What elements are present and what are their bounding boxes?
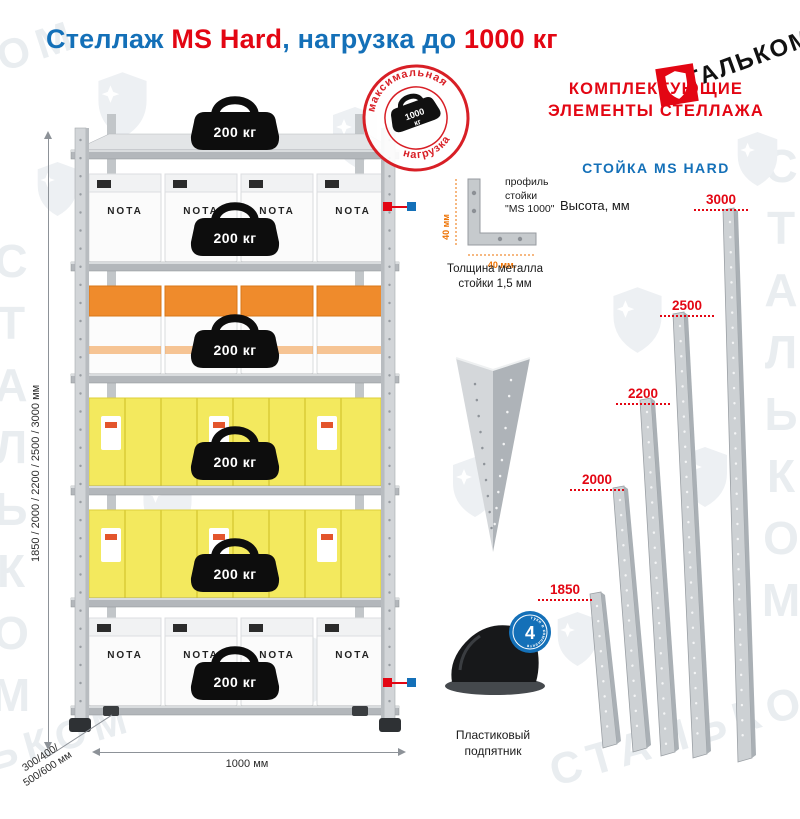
profile-dim-vertical: 40 мм — [441, 214, 451, 240]
thickness-line2: стойки 1,5 мм — [458, 277, 532, 290]
rack-illustration: NOTA NOTA NOTA NOTA NOTA NOTA NOTA NOTA — [69, 70, 401, 732]
svg-text:NOTA: NOTA — [183, 206, 219, 217]
arrow-left-icon — [92, 748, 100, 756]
svg-text:200 кг: 200 кг — [213, 124, 256, 140]
shield-watermark-icon — [737, 132, 778, 186]
svg-text:200 кг: 200 кг — [213, 230, 256, 246]
weight-icon: 200 кг — [191, 542, 279, 592]
page-title: Стеллаж MS Hard, нагрузка до 1000 кг — [46, 24, 558, 55]
max-load-stamp: максимальная нагрузка 1000 кг — [344, 46, 488, 190]
components-header: КОМПЛЕКТУЮЩИЕ ЭЛЕМЕНТЫ СТЕЛЛАЖА — [520, 78, 792, 123]
svg-text:NOTA: NOTA — [335, 650, 371, 661]
profile-note: профиль стойки "MS 1000" — [505, 176, 554, 217]
weight-icon: 200 кг — [191, 318, 279, 368]
title-segment: , нагрузка до — [282, 24, 464, 54]
watermark-text: СТАЛЬКОМ — [755, 140, 800, 636]
svg-text:NOTA: NOTA — [259, 650, 295, 661]
post-3000 — [722, 207, 756, 763]
post-height-label-1850: 1850 — [538, 582, 592, 601]
foot-label-line1: Пластиковый — [455, 728, 531, 742]
profile-dim-horizontal: 40 мм. — [488, 260, 516, 270]
svg-text:NOTA: NOTA — [183, 650, 219, 661]
svg-text:200 кг: 200 кг — [213, 674, 256, 690]
marker-line-top — [392, 206, 408, 208]
svg-text:NOTA: NOTA — [335, 206, 371, 217]
svg-text:NOTA: NOTA — [259, 206, 295, 217]
svg-text:200 кг: 200 кг — [213, 342, 256, 358]
post-height-label-2000: 2000 — [570, 472, 624, 491]
company-logo — [655, 63, 699, 107]
stamp-kettlebell-icon: 1000 кг — [391, 93, 441, 133]
post-2200 — [639, 397, 679, 757]
svg-text:200 кг: 200 кг — [213, 566, 256, 582]
svg-text:NOTA: NOTA — [107, 206, 143, 217]
width-dim-line — [98, 752, 398, 753]
post-2000 — [612, 485, 651, 753]
svg-text:200 кг: 200 кг — [213, 454, 256, 470]
components-header-line2: ЭЛЕМЕНТЫ СТЕЛЛАЖА — [547, 102, 765, 121]
profile-note-line: стойки — [505, 189, 538, 202]
svg-text:NOTA: NOTA — [107, 650, 143, 661]
rack-feet — [69, 706, 401, 732]
height-units-label: Высота, мм — [560, 198, 630, 213]
weight-icon: 200 кг — [191, 650, 279, 700]
post-height-label-2500: 2500 — [660, 298, 714, 317]
arrow-right-icon — [398, 748, 406, 756]
weight-icon: 200 кг — [191, 206, 279, 256]
title-segment: Стеллаж — [46, 24, 172, 54]
plastic-foot-image: 4 штуки в комплекте — [445, 611, 551, 695]
width-dimension-label: 1000 мм — [225, 758, 269, 770]
plastic-foot-label: Пластиковый подпятник — [428, 728, 558, 759]
logo-shield-icon — [665, 71, 688, 99]
title-segment: MS Hard — [171, 24, 283, 54]
arrow-down-icon — [44, 742, 52, 750]
arrow-up-icon — [44, 131, 52, 139]
post-1850 — [589, 591, 621, 749]
shelf-boxes-orange — [88, 285, 390, 375]
post-height-label-3000: 3000 — [694, 192, 748, 211]
weight-icon: 200 кг — [191, 100, 279, 150]
post-marker-blue-top — [407, 202, 416, 211]
quantity-badge: 4 штуки в комплекте — [509, 611, 551, 653]
weight-icon: 200 кг — [191, 430, 279, 480]
badge-number: 4 — [525, 623, 535, 643]
post-2500 — [672, 311, 711, 759]
thickness-line1: Толщина металла — [446, 263, 544, 275]
foot-label-line2: подпятник — [464, 743, 522, 758]
post-marker-blue-bottom — [407, 678, 416, 687]
title-segment: 1000 кг — [464, 24, 558, 54]
watermark-text: СТАЛЬКОМ — [0, 235, 37, 731]
height-dim-line — [48, 138, 49, 742]
post-marker-red-bottom — [383, 678, 392, 687]
post-marker-red-top — [383, 202, 392, 211]
posts-fan-illustration — [589, 207, 756, 763]
corner-post-image — [455, 357, 531, 552]
post-profile-diagram: 40 мм 40 мм. — [441, 178, 537, 270]
svg-text:кг: кг — [413, 117, 423, 128]
rack-shelves — [70, 149, 400, 716]
marker-line-bottom — [392, 682, 408, 684]
profile-note-line: профиль — [505, 176, 549, 188]
components-subheader: СТОЙКА MS HARD — [582, 160, 730, 176]
height-dimension-label: 1850 / 2000 / 2200 / 2500 / 3000 мм — [30, 384, 42, 562]
profile-note-line: "MS 1000" — [505, 203, 555, 216]
thickness-label: Толщина металла стойки 1,5 мм — [430, 262, 560, 292]
components-header-line1: КОМПЛЕКТУЮЩИЕ — [568, 80, 744, 98]
post-height-label-2200: 2200 — [616, 386, 670, 405]
